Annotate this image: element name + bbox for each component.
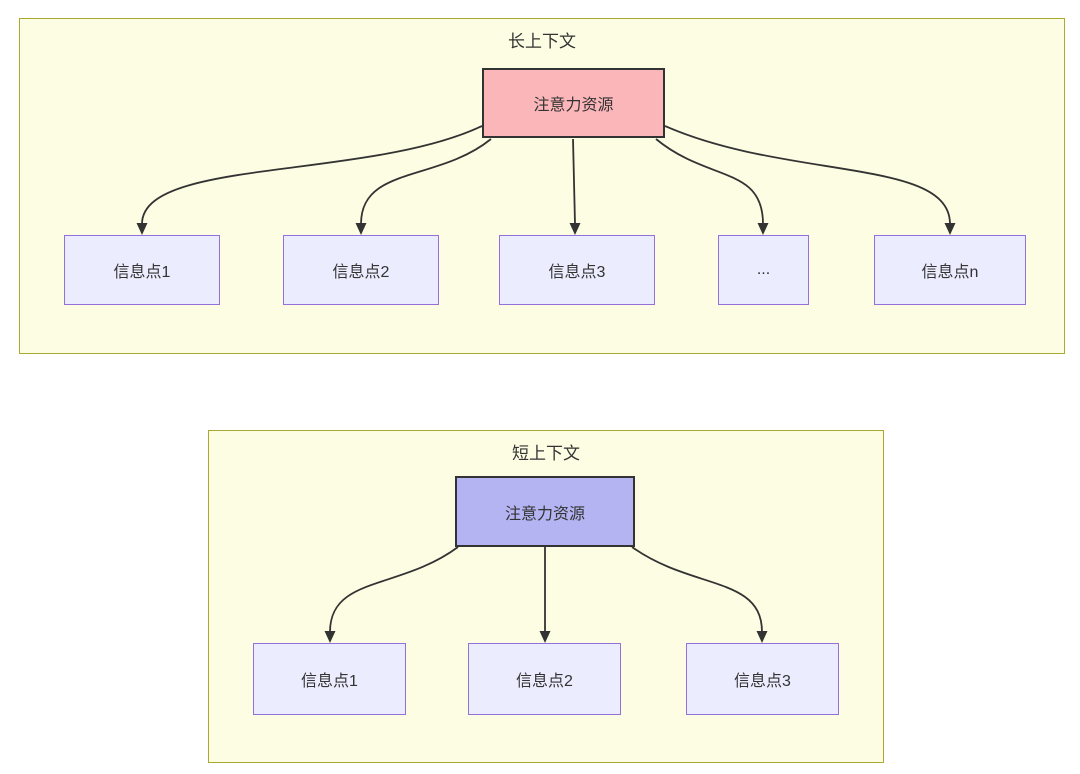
node-info-point-1-long-label: 信息点1 bbox=[113, 264, 171, 281]
node-info-point-1-short: 信息点1 bbox=[253, 643, 406, 715]
node-info-point-n-long-label: 信息点n bbox=[921, 264, 979, 281]
node-info-point-2-short: 信息点2 bbox=[468, 643, 621, 715]
node-info-point-3-long: 信息点3 bbox=[499, 235, 655, 305]
node-info-point-n-long: 信息点n bbox=[874, 235, 1026, 305]
node-attention-resource-short: 注意力资源 bbox=[455, 476, 635, 547]
node-info-point-ellipsis-long: ... bbox=[718, 235, 809, 305]
node-info-point-ellipsis-long-label: ... bbox=[756, 261, 771, 278]
node-info-point-2-short-label: 信息点2 bbox=[516, 673, 573, 690]
node-info-point-2-long: 信息点2 bbox=[283, 235, 439, 305]
cluster-short-context-title: 短上下文 bbox=[512, 444, 580, 463]
node-info-point-1-short-label: 信息点1 bbox=[301, 673, 358, 690]
node-info-point-3-long-label: 信息点3 bbox=[548, 264, 606, 281]
node-attention-resource-long: 注意力资源 bbox=[482, 68, 665, 138]
node-info-point-3-short: 信息点3 bbox=[686, 643, 839, 715]
node-attention-resource-long-label: 注意力资源 bbox=[533, 97, 614, 114]
node-info-point-2-long-label: 信息点2 bbox=[332, 264, 390, 281]
cluster-long-context-title: 长上下文 bbox=[508, 32, 576, 51]
node-info-point-1-long: 信息点1 bbox=[64, 235, 220, 305]
node-attention-resource-short-label: 注意力资源 bbox=[504, 505, 585, 523]
node-info-point-3-short-label: 信息点3 bbox=[734, 673, 791, 690]
